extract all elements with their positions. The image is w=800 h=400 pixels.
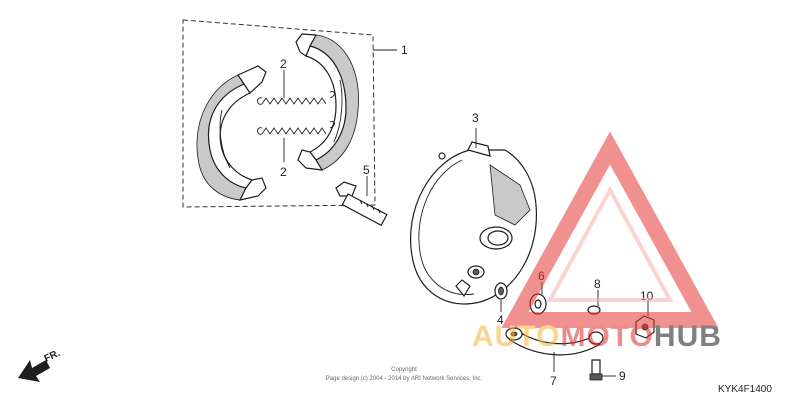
copyright-notice: Copyright Page design (c) 2004 - 2014 by… (326, 367, 483, 382)
brake-shoe-group: 1 2 2 (182, 19, 408, 208)
watermark-logo: AUTOMOTOHUB (472, 131, 722, 353)
lower-spring[interactable] (257, 121, 335, 135)
callout-3: 3 (472, 111, 479, 125)
watermark-triangle (501, 131, 719, 328)
watermark-auto: AUTO (472, 320, 560, 353)
callout-2-upper: 2 (280, 57, 287, 71)
callout-9: 9 (619, 369, 626, 383)
watermark-text: AUTOMOTOHUB (472, 320, 722, 353)
front-direction-arrow: FR. (18, 348, 62, 382)
bolt-9[interactable]: 9 (589, 359, 626, 383)
callout-2-lower: 2 (280, 165, 287, 179)
watermark-hub: HUB (654, 320, 722, 353)
copyright-line2: Page design (c) 2004 - 2014 by ARI Netwo… (326, 376, 483, 382)
callout-4: 4 (497, 313, 504, 327)
callout-8: 8 (594, 277, 601, 291)
right-brake-shoe[interactable] (295, 33, 359, 171)
brake-arm[interactable]: 7 (505, 327, 604, 388)
watermark-moto: MOTO (560, 320, 653, 353)
copyright-line1: Copyright (391, 367, 417, 373)
bolt-8[interactable]: 8 (587, 277, 601, 315)
left-brake-shoe[interactable] (196, 65, 267, 201)
dust-seal[interactable]: 4 (494, 282, 508, 327)
brake-shoe-group-frame (182, 19, 376, 208)
callout-7: 7 (550, 374, 557, 388)
brake-panel[interactable]: 3 (410, 111, 538, 305)
diagram-code: KYK4F1400 (718, 384, 772, 395)
callout-1: 1 (401, 43, 408, 57)
upper-spring[interactable] (257, 91, 335, 105)
brake-cam[interactable]: 5 (335, 163, 388, 227)
callout-5: 5 (363, 163, 370, 177)
direction-label: FR. (43, 348, 62, 365)
